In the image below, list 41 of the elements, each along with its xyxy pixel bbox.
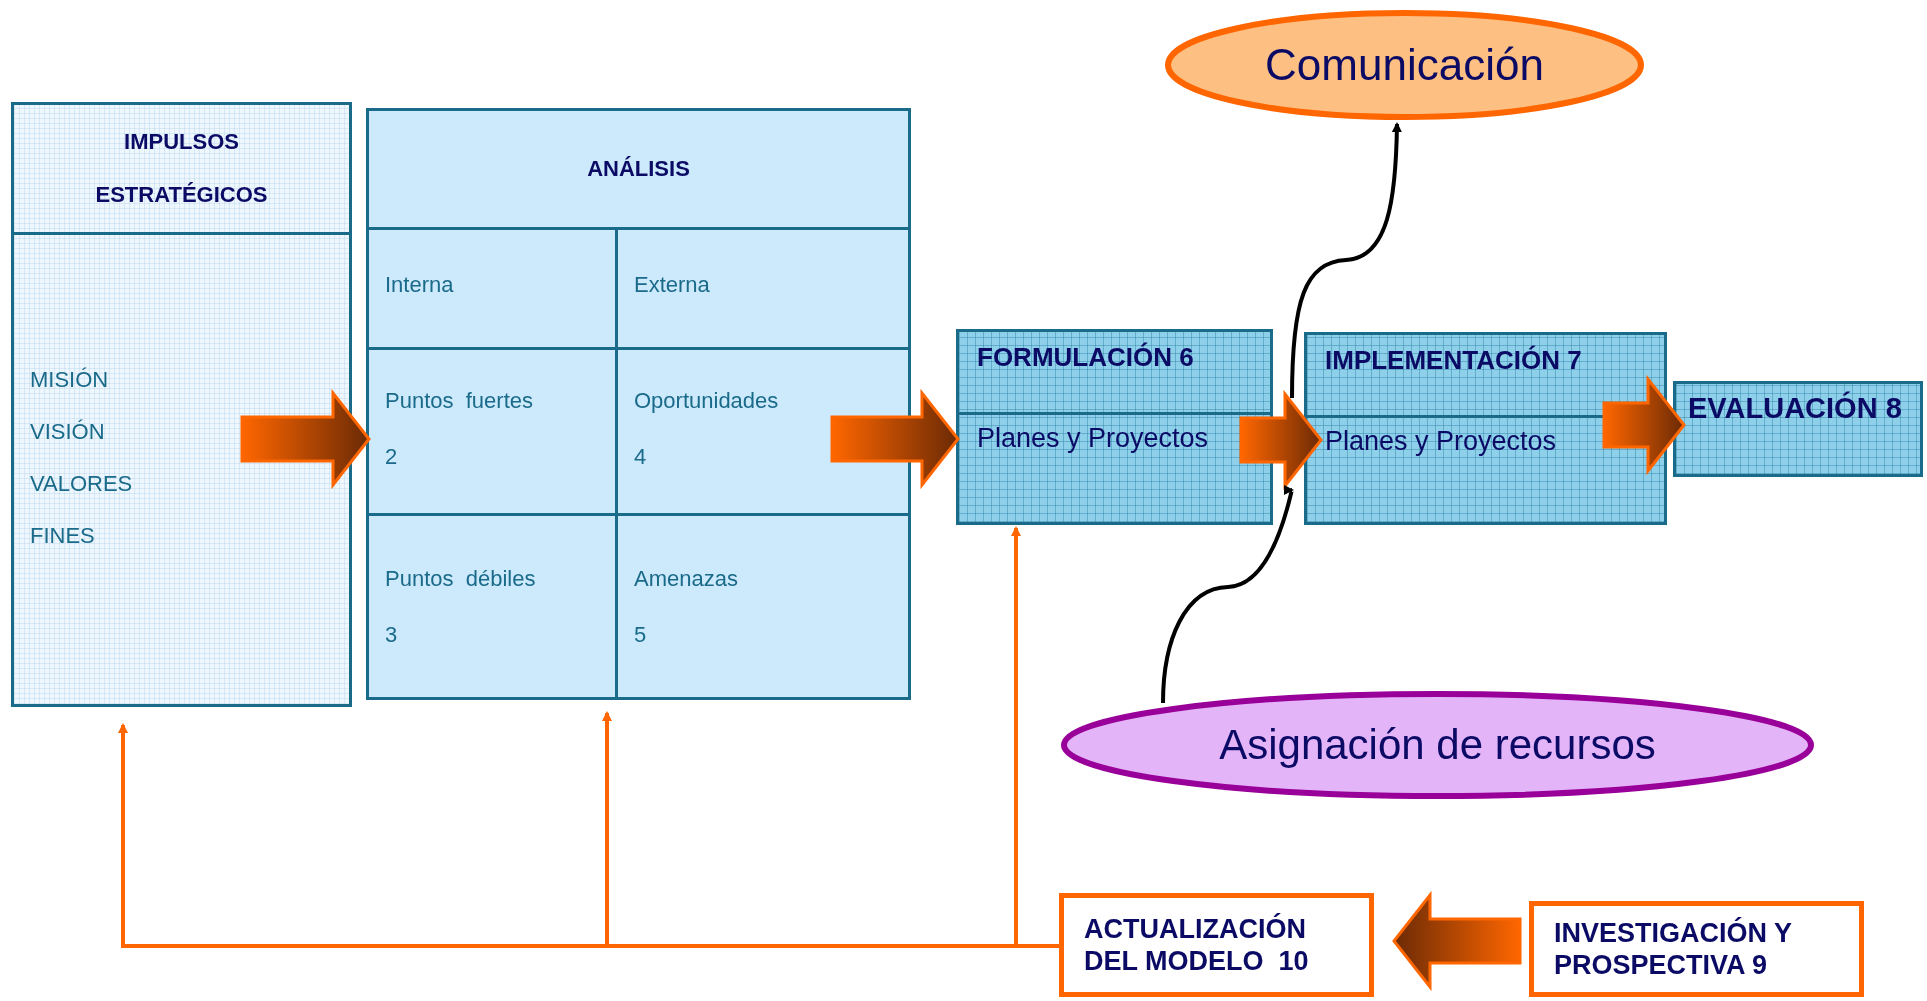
cell-label: Puntos fuertes bbox=[385, 388, 534, 414]
block-arrow bbox=[830, 388, 960, 490]
stage-box bbox=[1673, 381, 1923, 477]
cell-number: 4 bbox=[634, 444, 648, 470]
curved-arrow bbox=[1161, 488, 1295, 704]
connector-line bbox=[1011, 526, 1059, 948]
cell-number: 3 bbox=[385, 622, 399, 648]
cell-label: Externa bbox=[634, 272, 711, 298]
stage-text: Planes y Proyectos bbox=[976, 422, 1210, 454]
cell-label: Amenazas bbox=[634, 566, 739, 592]
list-item: FINES bbox=[30, 523, 96, 549]
stage-text: Planes y Proyectos bbox=[1324, 425, 1558, 457]
stage-box bbox=[956, 329, 1273, 525]
table-cell bbox=[615, 227, 908, 347]
analysis-table bbox=[366, 108, 911, 700]
process-box bbox=[1529, 901, 1864, 997]
cell-number: 2 bbox=[385, 444, 399, 470]
box-label: ACTUALIZACIÓN DEL MODELO 10 bbox=[1084, 912, 1310, 978]
column-heading: IMPULSOS ESTRATÉGICOS bbox=[94, 127, 269, 209]
strategy-column bbox=[11, 102, 352, 707]
process-box bbox=[1059, 893, 1374, 997]
stage-heading: EVALUACIÓN 8 bbox=[1688, 392, 1902, 426]
list-item: MISIÓN bbox=[30, 367, 110, 393]
cell-label: Interna bbox=[385, 272, 455, 298]
ellipse-label: Asignación de recursos bbox=[1219, 721, 1656, 769]
list-item: VALORES bbox=[30, 471, 134, 497]
cell-label: Oportunidades bbox=[634, 388, 780, 414]
cell-number: 5 bbox=[634, 622, 648, 648]
stage-heading: IMPLEMENTACIÓN 7 bbox=[1325, 345, 1582, 377]
box-label: INVESTIGACIÓN Y PROSPECTIVA 9 bbox=[1554, 916, 1793, 982]
cell-label: Puntos débiles bbox=[385, 566, 537, 592]
table-heading: ANÁLISIS bbox=[587, 155, 690, 183]
stage-box bbox=[1304, 332, 1667, 525]
block-arrow bbox=[1602, 374, 1686, 476]
table-cell bbox=[615, 513, 908, 697]
block-arrow bbox=[240, 388, 371, 490]
stage-heading: FORMULACIÓN 6 bbox=[977, 342, 1194, 374]
block-arrow bbox=[1392, 890, 1522, 992]
list-item: VISIÓN bbox=[30, 419, 106, 445]
curved-arrow bbox=[1290, 122, 1402, 399]
ellipse-label: Comunicación bbox=[1265, 40, 1544, 90]
